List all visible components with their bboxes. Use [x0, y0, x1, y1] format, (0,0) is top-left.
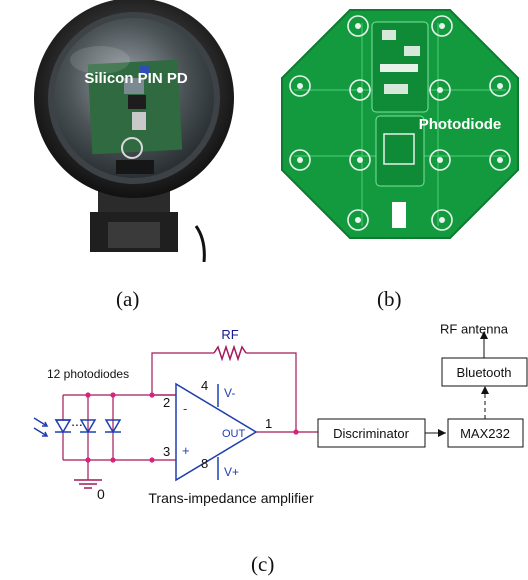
ground-label: 0	[97, 486, 105, 502]
pin-1: 1	[265, 416, 272, 431]
opamp-symbol	[175, 382, 258, 482]
amplifier-label: Trans-impedance amplifier	[148, 490, 314, 506]
rf-label: RF	[221, 327, 238, 342]
caption-b: (b)	[377, 287, 402, 311]
pin-4: 4	[201, 378, 208, 393]
bluetooth-text: Bluetooth	[457, 365, 512, 380]
resistor-rf	[213, 344, 247, 362]
photo-detector-housing: Silicon PIN PD	[28, 0, 240, 263]
pin-3: 3	[163, 444, 170, 459]
ground-symbol	[74, 479, 102, 489]
vplus-label: V+	[224, 465, 239, 479]
circuit-schematic: RF ... 12 photodiodes 0 2 3 4 8 1 - + V-…	[33, 322, 528, 506]
noninverting-sign: +	[182, 443, 190, 458]
max232-text: MAX232	[460, 426, 510, 441]
ellipsis-text: ...	[71, 413, 83, 429]
pin-2: 2	[163, 395, 170, 410]
panel-a-label: Silicon PIN PD	[84, 70, 188, 87]
antenna-label: RF antenna	[440, 322, 509, 337]
pin-8: 8	[201, 456, 208, 471]
out-label: OUT	[222, 428, 246, 440]
photo-pcb-board: Photodiode	[280, 8, 520, 240]
discriminator-block	[317, 418, 426, 448]
discriminator-text: Discriminator	[333, 426, 410, 441]
bluetooth-block	[441, 357, 528, 387]
inverting-sign: -	[183, 401, 187, 416]
vminus-label: V-	[224, 386, 235, 400]
caption-c: (c)	[251, 552, 275, 576]
panel-b-label: Photodiode	[419, 116, 502, 133]
caption-a: (a)	[116, 287, 140, 311]
photodiode-array-label: 12 photodiodes	[47, 367, 129, 381]
